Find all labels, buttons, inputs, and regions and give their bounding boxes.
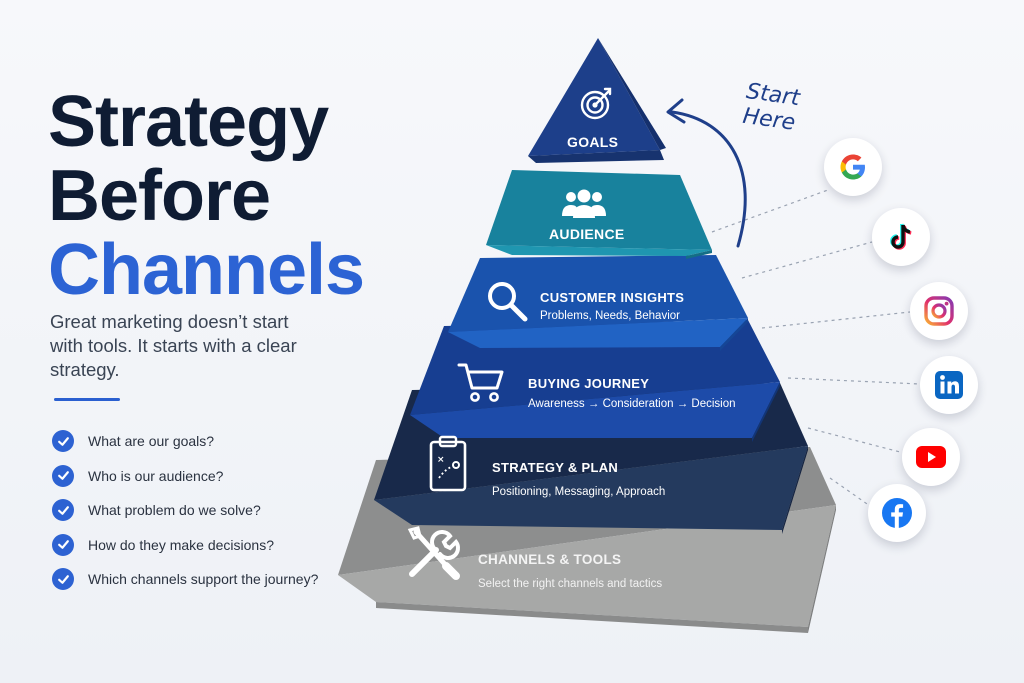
journey-sublabel: Awareness → Consideration → Decision (528, 398, 736, 410)
subtitle: Great marketing doesn’t start with tools… (50, 311, 297, 381)
check-icon (52, 499, 74, 522)
checklist-text: Which channels support the journey? (88, 571, 319, 588)
title-line-3: Channels (48, 230, 365, 310)
facebook-icon (868, 484, 926, 542)
title-line-1: Strategy (48, 82, 329, 162)
start-arrow (670, 110, 747, 248)
clipboard-plan-icon: × (429, 435, 467, 492)
tools-icon (407, 526, 460, 580)
check-icon (52, 533, 74, 556)
checklist-item: Which channels support the journey? (52, 562, 318, 597)
linkedin-icon (920, 356, 978, 414)
check-icon (52, 568, 74, 591)
checklist-text: What are our goals? (88, 433, 215, 450)
check-icon (52, 430, 74, 453)
arrow-head (666, 98, 686, 124)
divider (54, 398, 120, 401)
checklist-item: What problem do we solve? (52, 493, 318, 528)
channels-label: CHANNELS & TOOLS (478, 552, 622, 567)
check-icon (52, 464, 74, 487)
magnifier-icon (488, 282, 528, 322)
title-line-2: Before (48, 156, 271, 236)
target-icon (580, 87, 612, 120)
google-icon (824, 138, 882, 196)
people-icon (562, 189, 606, 218)
pyramid-layer-insights (448, 255, 748, 351)
tiktok-icon (872, 208, 930, 266)
insights-sublabel: Problems, Needs, Behavior (540, 310, 680, 322)
audience-label: AUDIENCE (549, 226, 625, 242)
youtube-icon (902, 428, 960, 486)
strategy-label: STRATEGY & PLAN (492, 460, 619, 475)
checklist: What are our goals? Who is our audience?… (52, 424, 318, 597)
strategy-sublabel: Positioning, Messaging, Approach (492, 486, 666, 498)
journey-label: BUYING JOURNEY (528, 376, 650, 391)
insights-label: CUSTOMER INSIGHTS (540, 290, 685, 305)
checklist-text: Who is our audience? (88, 467, 224, 484)
connector-lines (711, 189, 921, 507)
checklist-item: Who is our audience? (52, 459, 318, 494)
goals-label: GOALS (567, 134, 619, 150)
checklist-item: What are our goals? (52, 424, 318, 459)
checklist-text: What problem do we solve? (88, 502, 261, 519)
channels-sublabel: Select the right channels and tactics (478, 578, 663, 590)
svg-text:×: × (437, 455, 445, 465)
checklist-item: How do they make decisions? (52, 528, 318, 563)
cart-icon (457, 363, 504, 402)
instagram-icon (910, 282, 968, 340)
checklist-text: How do they make decisions? (88, 536, 274, 553)
